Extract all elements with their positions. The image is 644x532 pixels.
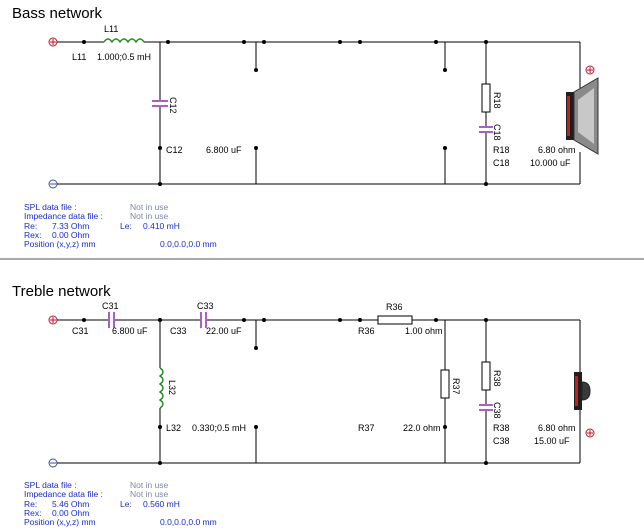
r18-name: R18 [492,92,502,109]
l32-value: 0.330;0.5 mH [192,423,246,433]
junction-dot [338,40,342,44]
woofer-positive-terminal [585,65,595,75]
tweeter-positive-terminal [585,428,595,438]
tweeter-speaker-icon[interactable] [574,372,591,410]
junction-dot [166,40,170,44]
r37-name: R37 [451,378,461,395]
svg-text:Position (x,y,z) mm: Position (x,y,z) mm [24,517,96,527]
l32-ref: L32 [166,423,181,433]
l32-name: L32 [167,380,177,395]
bass-network: Bass network [12,5,599,249]
c33-value: 22.00 uF [206,326,242,336]
r38-name: R38 [492,370,502,387]
r36-value: 1.00 ohm [405,326,443,336]
treble-driver-info: SPL data file : Not in use Impedance dat… [24,480,217,527]
c33-ref: C33 [170,326,187,336]
l11-name: L11 [104,24,118,34]
junction-dot [262,40,266,44]
r36-name: R36 [386,302,403,312]
svg-text:SPL data file :: SPL data file : [24,202,77,212]
c12-value: 6.800 uF [206,145,242,155]
r38-ref: R38 [493,423,510,433]
svg-text:Impedance data file :: Impedance data file : [24,211,103,221]
bass-network-title: Bass network [12,5,103,22]
junction-dot [82,40,86,44]
r18-value: 6.80 ohm [538,145,576,155]
c31-name: C31 [102,301,119,311]
c31-ref: C31 [72,326,89,336]
svg-text:Le:: Le: [120,499,132,509]
svg-text:5.46 Ohm: 5.46 Ohm [52,499,89,509]
l11-inductor[interactable] [103,38,145,44]
r38-value: 6.80 ohm [538,423,576,433]
c31-capacitor[interactable] [108,312,115,328]
junction-dot [242,40,246,44]
r18-resistor[interactable] [481,83,491,113]
l11-value: 1.000;0.5 mH [97,52,151,62]
svg-text:Re:: Re: [24,221,37,231]
svg-text:Not in use: Not in use [130,480,169,490]
c12-ref: C12 [166,145,183,155]
svg-text:Impedance data file :: Impedance data file : [24,489,103,499]
bass-driver-info: SPL data file : Not in use Impedance dat… [24,202,217,249]
junction-dot [358,40,362,44]
svg-text:0.0,0.0,0.0 mm: 0.0,0.0,0.0 mm [160,239,217,249]
c33-capacitor[interactable] [200,312,207,328]
c18-value: 10.000 uF [530,158,571,168]
svg-text:Rex:: Rex: [24,508,41,518]
bass-input-positive-terminal[interactable] [48,37,58,47]
svg-text:Rex:: Rex: [24,230,41,240]
c12-name: C12 [168,97,178,114]
r18-ref: R18 [493,145,510,155]
l11-ref: L11 [72,52,86,62]
woofer-speaker-icon[interactable] [566,77,599,155]
c38-name: C38 [492,402,502,419]
c38-capacitor[interactable] [479,404,493,411]
treble-input-positive-terminal[interactable] [48,315,58,325]
c12-capacitor[interactable] [152,100,168,107]
bass-input-negative-terminal[interactable] [48,179,58,189]
treble-network-title: Treble network [12,283,111,300]
treble-network: Treble network [12,283,595,527]
svg-text:0.0,0.0,0.0 mm: 0.0,0.0,0.0 mm [160,517,217,527]
treble-input-negative-terminal[interactable] [48,458,58,468]
svg-text:Not in use: Not in use [130,489,169,499]
svg-text:Position (x,y,z) mm: Position (x,y,z) mm [24,239,96,249]
r37-resistor[interactable] [440,369,450,399]
c33-name: C33 [197,301,214,311]
svg-text:Le:: Le: [120,221,132,231]
r38-resistor[interactable] [481,361,491,391]
c38-ref: C38 [493,436,510,446]
svg-text:0.00 Ohm: 0.00 Ohm [52,230,89,240]
svg-text:Not in use: Not in use [130,202,169,212]
r37-ref: R37 [358,423,375,433]
l32-inductor[interactable] [158,367,164,409]
svg-text:0.410 mH: 0.410 mH [143,221,180,231]
svg-text:SPL data file :: SPL data file : [24,480,77,490]
r36-ref: R36 [358,326,375,336]
c31-value: 6.800 uF [112,326,148,336]
svg-text:0.560 mH: 0.560 mH [143,499,180,509]
r36-resistor[interactable] [377,315,413,325]
svg-text:Re:: Re: [24,499,37,509]
r37-value: 22.0 ohm [403,423,441,433]
svg-text:0.00 Ohm: 0.00 Ohm [52,508,89,518]
c18-ref: C18 [493,158,510,168]
svg-text:7.33 Ohm: 7.33 Ohm [52,221,89,231]
c18-capacitor[interactable] [479,126,493,133]
svg-text:Not in use: Not in use [130,211,169,221]
c38-value: 15.00 uF [534,436,570,446]
c18-name: C18 [492,124,502,141]
junction-dot [434,40,438,44]
